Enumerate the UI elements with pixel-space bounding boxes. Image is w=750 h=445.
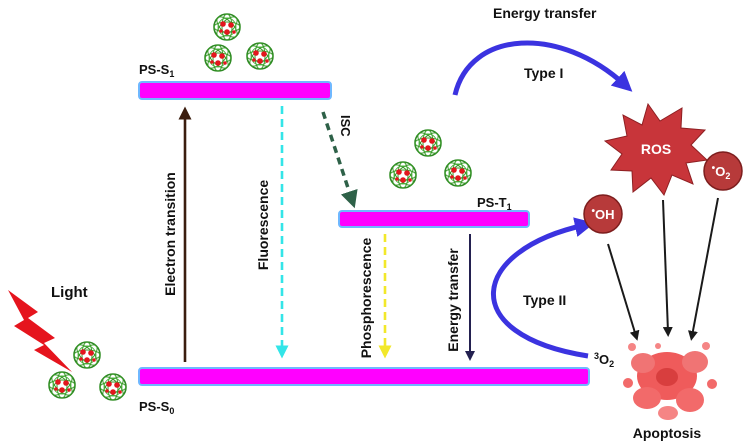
- type-2-label: Type II: [523, 292, 566, 308]
- ps-s0-level-bar: [138, 367, 590, 386]
- ps-s1-level-bar: [138, 81, 332, 100]
- isc-label: ISC: [338, 115, 353, 137]
- phosphorescence-label: Phosphorescence: [358, 237, 374, 358]
- apoptosis-label: Apoptosis: [633, 425, 702, 441]
- ros-label: ROS: [641, 141, 671, 157]
- ps-s1-label: PS-S1: [139, 62, 174, 79]
- type-2-curved-arrow: [491, 217, 595, 359]
- superoxide-radical-label: •O2: [712, 163, 731, 181]
- nanoparticle-cluster-icon: [47, 340, 128, 402]
- type-1-curved-arrow: [452, 40, 633, 96]
- ps-s0-label: PS-S0: [139, 399, 174, 416]
- isc-arrow: [321, 111, 358, 209]
- ros-burst-icon: [603, 102, 709, 197]
- ros-to-apoptosis-arrow: [662, 199, 673, 337]
- ps-t1-level-bar: [338, 210, 530, 228]
- ps-t1-label: PS-T1: [477, 195, 512, 212]
- apoptosis-cell-icon: [623, 342, 717, 420]
- energy-transfer-top-label: Energy transfer: [493, 5, 597, 21]
- lightning-icon: [8, 290, 72, 372]
- hydroxyl-radical-label: •OH: [591, 206, 614, 222]
- superoxide-to-apoptosis-arrow: [688, 197, 719, 341]
- nanoparticle-cluster-icon: [388, 128, 473, 190]
- triplet-oxygen-label: 3O2: [594, 351, 614, 369]
- superoxide-radical-circle-icon: [703, 151, 743, 191]
- light-label: Light: [51, 284, 88, 301]
- electron-transition-label: Electron transition: [162, 172, 178, 296]
- hydroxyl-to-apoptosis-arrow: [607, 243, 640, 341]
- hydroxyl-radical-circle-icon: [583, 194, 623, 234]
- energy-transfer-vertical-label: Energy transfer: [445, 248, 461, 352]
- type-1-label: Type I: [524, 65, 563, 81]
- fluorescence-label: Fluorescence: [255, 180, 271, 270]
- nanoparticle-cluster-icon: [203, 12, 275, 73]
